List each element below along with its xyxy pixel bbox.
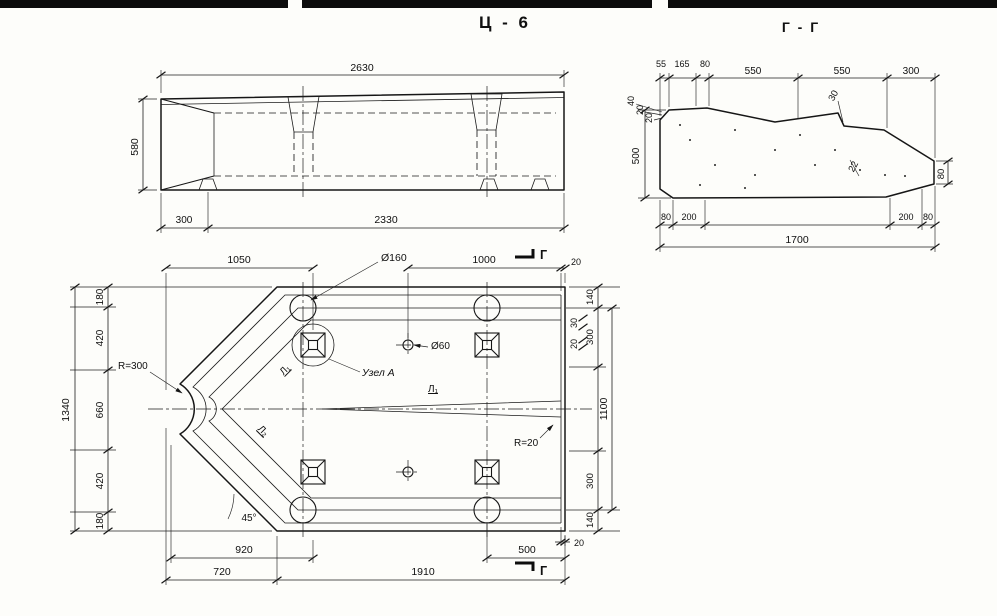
side-dim-height: 580 <box>129 95 157 194</box>
section-view-gg: 55 165 80 550 550 300 40 20 20 500 30 22 <box>626 59 954 252</box>
dim-label-500: 500 <box>631 147 642 164</box>
dim-label-80-top: 80 <box>700 59 710 69</box>
scan-border-strip <box>0 0 997 8</box>
section-dims-bottom: 80 200 200 80 1700 <box>654 186 941 252</box>
dim-label-1700: 1700 <box>785 234 809 246</box>
dim-label-1000: 1000 <box>472 254 496 266</box>
plan-dims-bottom: 920 500 720 1910 <box>160 428 571 585</box>
dim-label-420-t: 420 <box>95 329 106 346</box>
dim-label-30: 30 <box>826 89 841 104</box>
dim-label-80-edge: 80 <box>936 169 947 180</box>
radius-tip-label: R=300 <box>118 361 148 372</box>
plan-body <box>148 282 592 540</box>
dim-label-55: 55 <box>656 59 666 69</box>
dim-label-20-rt: 20 <box>569 339 579 349</box>
section-dim-step: 30 <box>826 89 844 123</box>
node-a-callout-circle <box>291 323 335 367</box>
dim-label-300-b: 300 <box>585 473 596 489</box>
dim-label-420-b: 420 <box>95 472 106 489</box>
drawing-title: Ц - 6 <box>479 13 531 32</box>
plan-dims-top: 1050 1000 20 <box>160 254 581 390</box>
section-dim-edge: 80 <box>936 157 954 188</box>
plan-dims-right: 140 300 300 140 1100 30 20 20 <box>555 283 620 548</box>
side-dim-bottom: 300 2330 <box>155 192 570 233</box>
dim-label-140-b: 140 <box>585 512 596 528</box>
dim-label-140-t: 140 <box>585 289 596 305</box>
dim-label-20-b: 20 <box>644 113 654 123</box>
dim-label-2630: 2630 <box>350 62 374 74</box>
section-dims-top: 55 165 80 550 550 300 <box>654 59 941 158</box>
dim-label-300-sec: 300 <box>903 66 920 77</box>
dim-label-580: 580 <box>129 138 141 156</box>
dim-label-30-r: 30 <box>569 318 579 328</box>
section-cut-letter-bottom: Г <box>540 564 547 578</box>
node-a-label: Узел А <box>361 367 395 379</box>
plan-section-cut-marks: Г Г <box>515 248 547 578</box>
slope-mark-1: Л₁ <box>278 362 293 377</box>
dim-label-1910: 1910 <box>411 566 435 578</box>
side-view-body <box>160 86 565 200</box>
dim-label-1100: 1100 <box>598 398 610 421</box>
slope-mark-3: Л₁ <box>428 384 439 395</box>
hole-small-label: Ø60 <box>431 341 450 352</box>
slope-mark-2: Л₂ <box>255 424 270 439</box>
concrete-dots <box>679 124 906 189</box>
plan-view: Узел А Ø160 Ø60 R=300 R=20 45° Л₁ Л₂ Л₁ … <box>60 248 620 585</box>
dim-label-1050: 1050 <box>227 254 251 266</box>
dim-label-660: 660 <box>95 401 106 418</box>
dim-label-550-a: 550 <box>745 66 762 77</box>
section-title: Г - Г <box>782 19 820 35</box>
dim-label-300: 300 <box>176 215 193 226</box>
dim-label-200-bl: 200 <box>681 212 696 222</box>
section-dims-left: 40 20 20 500 <box>626 96 671 202</box>
side-dim-length: 2630 <box>155 62 570 93</box>
angle-label: 45° <box>241 513 256 524</box>
section-cut-letter-top: Г <box>540 248 547 262</box>
dim-label-22: 22 <box>846 160 861 175</box>
dim-label-550-b: 550 <box>834 66 851 77</box>
dim-label-20-top: 20 <box>571 257 581 267</box>
dim-label-300-t: 300 <box>585 329 596 345</box>
dim-label-80-bl: 80 <box>661 212 671 222</box>
dim-label-165: 165 <box>674 59 689 69</box>
radius-small-label: R=20 <box>514 438 539 449</box>
dim-label-1340: 1340 <box>60 398 72 422</box>
dim-label-2330: 2330 <box>374 214 398 226</box>
dim-label-20-rb: 20 <box>574 538 584 548</box>
dim-label-200-br: 200 <box>898 212 913 222</box>
side-view: 2630 580 300 2330 <box>129 62 570 233</box>
dim-label-500: 500 <box>518 544 536 556</box>
dim-label-180-t: 180 <box>95 288 106 305</box>
section-body <box>659 107 935 199</box>
dim-label-40: 40 <box>626 96 636 106</box>
dim-label-720: 720 <box>213 566 231 578</box>
anchor-recess <box>300 459 326 485</box>
dim-label-920: 920 <box>235 544 253 556</box>
section-dim-thickness: 22 <box>846 160 861 177</box>
hole-large-label: Ø160 <box>381 252 407 264</box>
dim-label-80-br: 80 <box>923 212 933 222</box>
anchor-recess <box>300 332 326 358</box>
plan-callouts: Узел А Ø160 Ø60 R=300 R=20 45° Л₁ Л₂ Л₁ <box>118 252 554 524</box>
dim-label-180-b: 180 <box>95 512 106 529</box>
